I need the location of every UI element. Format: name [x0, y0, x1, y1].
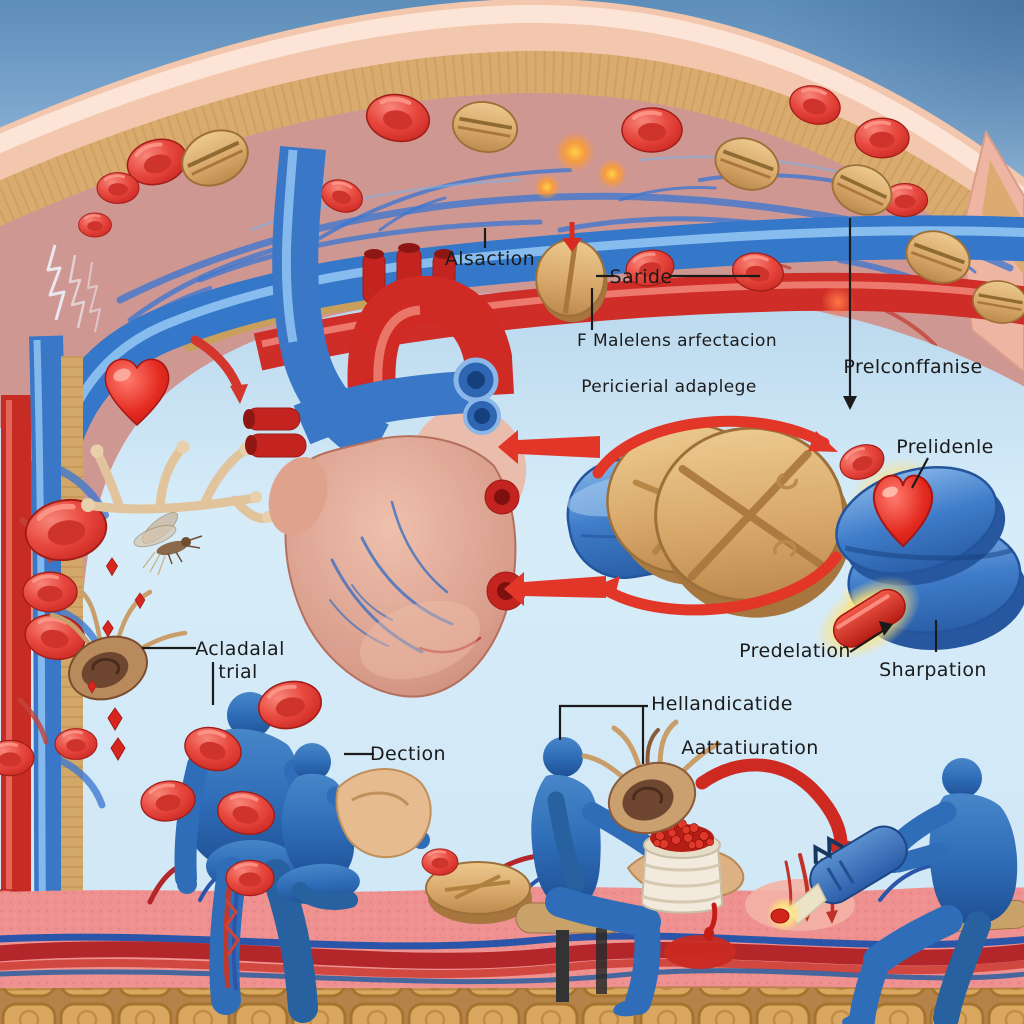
cycle-arc-lower	[600, 551, 842, 616]
coronary-veins	[329, 500, 482, 654]
label-prelcontanise: Prelconffanise	[843, 356, 982, 378]
cup-of-cells	[640, 819, 723, 941]
inflammation-sparks	[534, 132, 855, 319]
pulmonary-cut-ends	[453, 357, 501, 435]
red-blob	[664, 935, 736, 969]
pulmonary-vessel	[293, 371, 470, 445]
tan-tablet-front	[654, 426, 852, 618]
apex-highlight	[359, 600, 481, 680]
figure-seated-cup	[515, 737, 667, 1017]
label-saride: Saride	[610, 266, 673, 288]
tan-wall-band	[0, 50, 1024, 285]
vessel-wall-arch	[0, 0, 1024, 640]
heart-anatomical	[243, 145, 527, 698]
cycle-arc-upper	[592, 415, 830, 479]
left-red-stubs	[243, 407, 307, 458]
glossy-heart-icon	[104, 358, 170, 427]
branch-twig	[81, 440, 274, 523]
insect	[133, 512, 203, 576]
arch-tissue	[0, 57, 1024, 640]
leader-lines	[142, 218, 938, 764]
label-dection: Dection	[370, 743, 446, 765]
pill-cycle	[498, 415, 852, 618]
band-blue-vessel-1	[0, 932, 1024, 950]
band-blue-vessel-2	[0, 968, 1024, 985]
label-trial: trial	[218, 661, 257, 683]
figure-seated-device	[842, 758, 1024, 1024]
outer-wall-highlight	[0, 4, 1024, 211]
burr-pod-left	[49, 589, 188, 701]
tablet-on-tissue	[425, 861, 532, 924]
static-lightning	[46, 244, 101, 333]
arrow-to-heart-lower	[504, 572, 606, 606]
figure-crouching	[276, 743, 432, 910]
burr-pod-center	[581, 719, 721, 835]
left-atrium-flap	[268, 456, 328, 536]
blue-tablet-group	[815, 437, 1024, 661]
tablet-split-groove	[844, 545, 1013, 561]
red-ribbon-arrow	[190, 335, 248, 404]
tissue-flap	[335, 768, 432, 859]
saride-pill	[535, 238, 608, 323]
label-prelidenle: Prelidenle	[896, 436, 994, 458]
label-hellandicatide: Hellandicatide	[651, 693, 793, 715]
label-predelation: Predelation	[739, 640, 851, 662]
arrow-to-heart-upper	[498, 430, 600, 464]
label-acladalal: Acladalal	[195, 638, 285, 660]
label-sharpation: Sharpation	[879, 659, 987, 681]
cycle-arrows	[592, 415, 842, 616]
label-malelens: F Malelens arfectacion	[577, 331, 777, 351]
aorta	[347, 243, 514, 397]
label-pericierial: Pericierial adaplege	[581, 377, 756, 397]
label-alsaction: Alsaction	[445, 248, 535, 270]
labels: Alsaction Saride F Malelens arfectacion …	[195, 248, 994, 765]
injector-device	[767, 825, 908, 931]
label-aattatiuration: Aattatiuration	[681, 737, 818, 759]
